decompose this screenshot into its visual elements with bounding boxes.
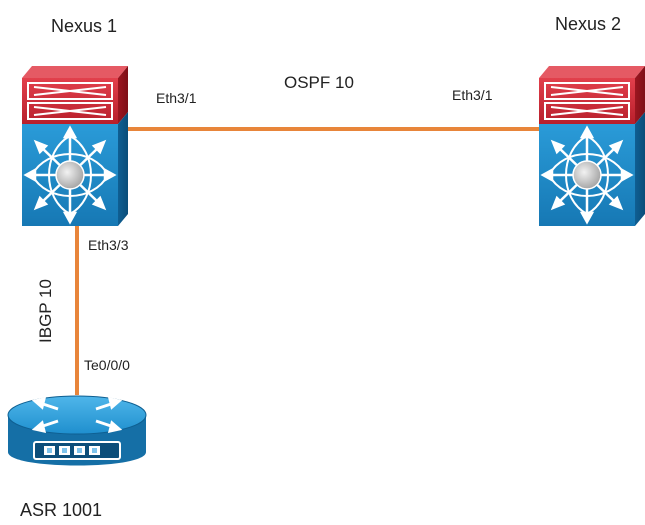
asr-1001-label: ASR 1001: [20, 500, 103, 520]
nexus-2-switch-icon[interactable]: [537, 64, 645, 228]
nexus-1-eth3-1-label: Eth3/1: [156, 90, 197, 106]
asr-te0-0-0-label: Te0/0/0: [84, 357, 130, 373]
asr-1001-router-icon[interactable]: [7, 395, 147, 466]
ibgp-link-label: IBGP 10: [36, 279, 55, 343]
nexus-1-label: Nexus 1: [51, 16, 118, 36]
nexus-1-eth3-3-label: Eth3/3: [88, 237, 129, 253]
nexus-2-label: Nexus 2: [555, 14, 622, 34]
nexus-2-eth3-1-label: Eth3/1: [452, 87, 493, 103]
nexus-1-switch-icon[interactable]: [20, 64, 130, 228]
ospf-link-label: OSPF 10: [284, 73, 354, 92]
